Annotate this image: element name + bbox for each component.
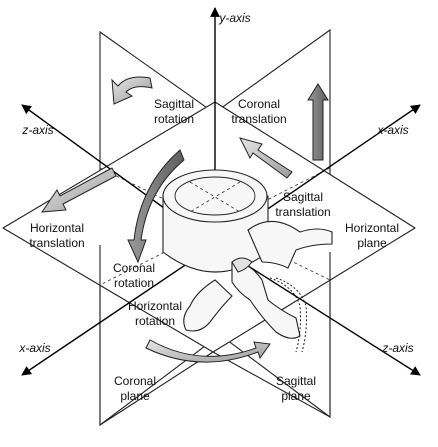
pedicle bbox=[231, 257, 253, 273]
coronal-plane-front-edge bbox=[212, 252, 331, 418]
hidden-plane-edge bbox=[99, 167, 331, 286]
vertebra-hidden-line bbox=[189, 181, 241, 213]
x-axis-label-left: x-axis bbox=[18, 341, 50, 355]
vertebra-hidden-line bbox=[189, 181, 241, 213]
horizontal-translation-label-line1: Horizontal bbox=[30, 221, 84, 235]
coronal-plane-label-line2: plane bbox=[120, 389, 150, 403]
inferior-articular-process bbox=[183, 279, 233, 332]
z-axis-label-right: z-axis bbox=[381, 341, 413, 355]
coronal-plane-label-line1: Coronal bbox=[114, 374, 156, 388]
z-axis-label-left: z-axis bbox=[21, 123, 53, 137]
coronal-rotation-label-line2: rotation bbox=[114, 276, 154, 290]
sagittal-translation-label-line1: Sagittal bbox=[283, 190, 323, 204]
horizontal-translation-arrow bbox=[40, 167, 117, 213]
nerve-root bbox=[269, 277, 301, 353]
sagittal-rotation-label-line1: Sagittal bbox=[154, 97, 194, 111]
sagittal-plane-label-line1: Sagittal bbox=[276, 374, 316, 388]
sagittal-plane-front-edge bbox=[99, 245, 214, 427]
sagittal-translation-arrow bbox=[239, 137, 293, 179]
coronal-translation-label-line2: translation bbox=[231, 112, 286, 126]
spinous-process bbox=[231, 261, 301, 339]
vertebral-disc-ring bbox=[174, 176, 256, 216]
coronal-rotation-label-line1: Coronal bbox=[113, 261, 155, 275]
x-axis-label-right: x-axis bbox=[376, 123, 408, 137]
sagittal-rotation-arrow bbox=[111, 76, 153, 105]
x-axis-left-line bbox=[21, 244, 216, 376]
sagittal-translation-label-line2: translation bbox=[275, 205, 330, 219]
horizontal-rotation-arrow bbox=[145, 339, 271, 363]
sagittal-rotation-label-line2: rotation bbox=[154, 112, 194, 126]
coronal-translation-label-line1: Coronal bbox=[238, 97, 280, 111]
nerve-root bbox=[275, 277, 307, 353]
coronal-translation-arrow bbox=[307, 83, 329, 161]
vertebral-body-top bbox=[162, 169, 268, 223]
transverse-process-right bbox=[247, 220, 333, 269]
horizontal-plane-label-line1: Horizontal bbox=[345, 221, 399, 235]
horizontal-translation-label-line2: translation bbox=[29, 236, 84, 250]
horizontal-rotation-label-line1: Horizontal bbox=[128, 299, 182, 313]
horizontal-rotation-label-line2: rotation bbox=[135, 314, 175, 328]
sagittal-plane-label-line2: plane bbox=[281, 389, 311, 403]
vertebra bbox=[162, 169, 333, 353]
horizontal-plane-label-line2: plane bbox=[357, 236, 387, 250]
y-axis-label: y-axis bbox=[218, 11, 250, 25]
coronal-rotation-arrow bbox=[127, 149, 185, 264]
